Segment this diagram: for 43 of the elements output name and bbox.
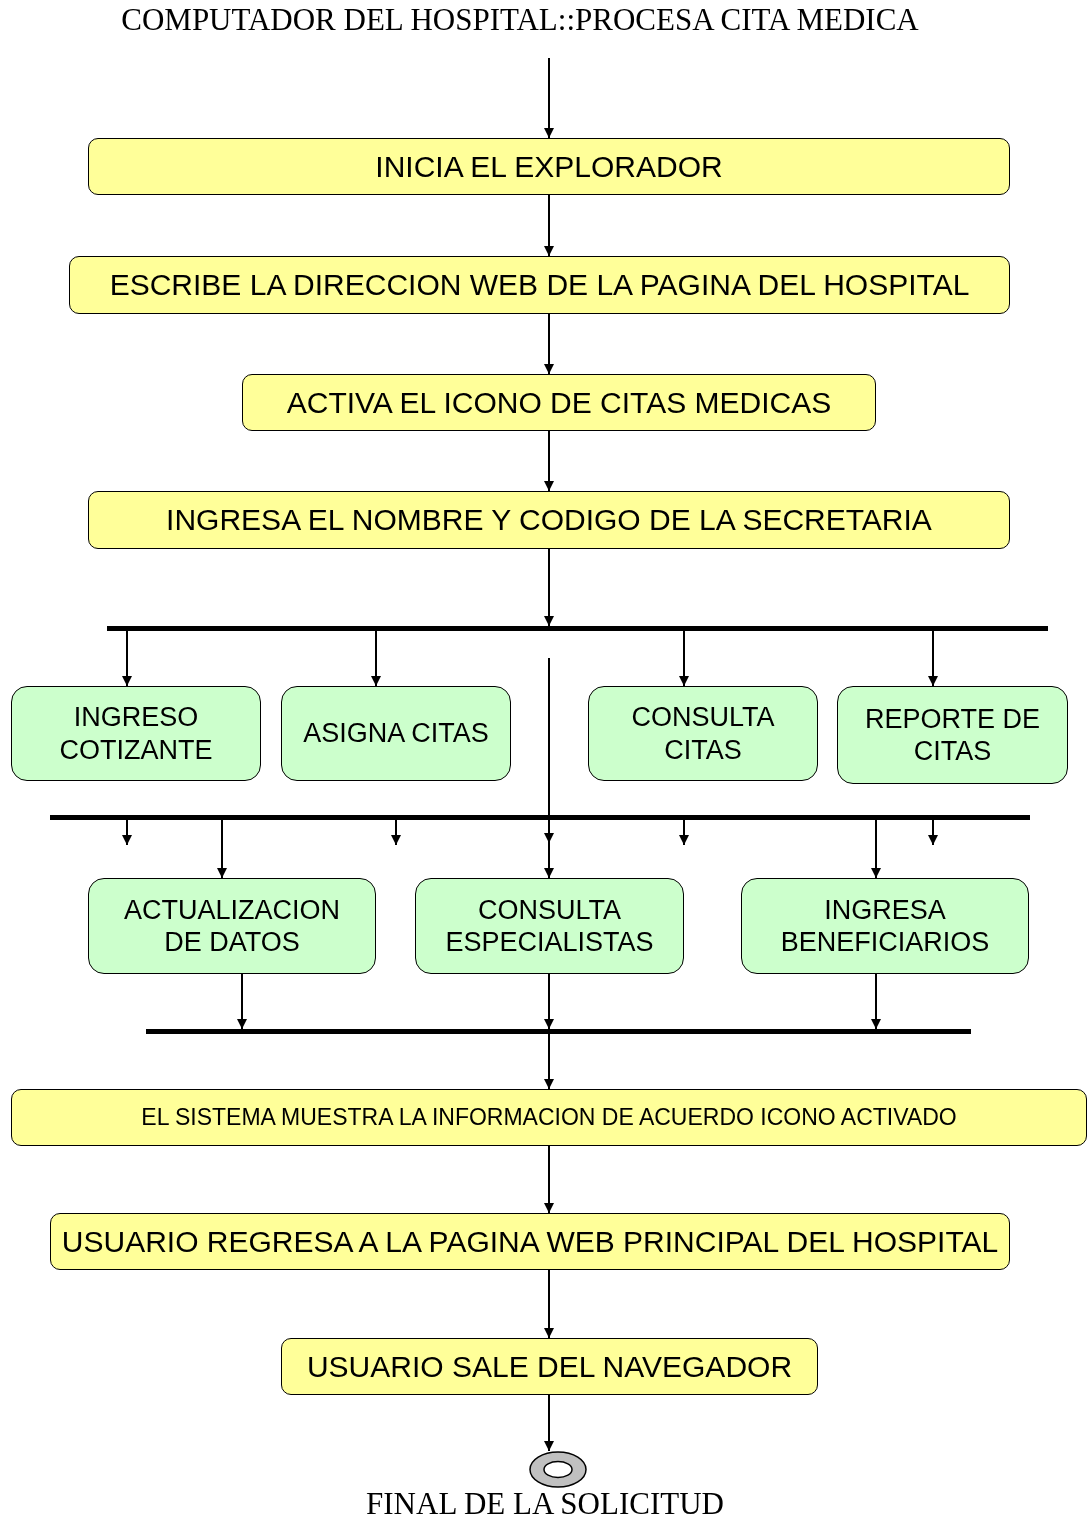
arrow — [544, 1269, 554, 1339]
process-box: CONSULTA CITAS — [588, 686, 818, 781]
arrow — [871, 973, 881, 1030]
end-circle — [529, 1451, 587, 1488]
process-box: INGRESA EL NOMBRE Y CODIGO DE LA SECRETARIA — [88, 491, 1010, 549]
arrow — [544, 1033, 554, 1090]
fork-bar — [146, 1029, 971, 1034]
process-box: USUARIO REGRESA A LA PAGINA WEB PRINCIPAL DEL HOSPITAL — [50, 1213, 1010, 1270]
process-box: USUARIO SALE DEL NAVEGADOR — [281, 1338, 818, 1395]
process-box: INGRESO COTIZANTE — [11, 686, 261, 781]
arrow — [679, 630, 689, 687]
arrow — [928, 819, 938, 846]
arrow — [871, 819, 881, 879]
arrow — [928, 630, 938, 687]
arrow — [122, 819, 132, 846]
process-box: CONSULTA ESPECIALISTAS — [415, 878, 684, 974]
arrow — [122, 630, 132, 687]
diagram-title: COMPUTADOR DEL HOSPITAL::PROCESA CITA MEDICA — [120, 2, 920, 38]
process-box: ESCRIBE LA DIRECCION WEB DE LA PAGINA DEL HOSPITAL — [69, 256, 1010, 314]
arrow — [544, 973, 554, 1030]
process-box: EL SISTEMA MUESTRA LA INFORMACION DE ACUERDO ICONO ACTIVADO — [11, 1089, 1087, 1146]
arrow — [544, 548, 554, 627]
arrow — [371, 630, 381, 687]
arrow — [237, 973, 247, 1030]
process-box: ACTUALIZACION DE DATOS — [88, 878, 376, 974]
process-box: ASIGNA CITAS — [281, 686, 511, 781]
node-caption: FINAL DE LA SOLICITUD — [366, 1486, 724, 1517]
arrow — [544, 1145, 554, 1214]
process-box: INICIA EL EXPLORADOR — [88, 138, 1010, 195]
process-box: INGRESA BENEFICIARIOS — [741, 878, 1029, 974]
process-box: REPORTE DE CITAS — [837, 686, 1068, 784]
arrow — [391, 819, 401, 846]
process-box: ACTIVA EL ICONO DE CITAS MEDICAS — [242, 374, 876, 431]
arrow — [544, 57, 554, 139]
arrow — [544, 194, 554, 257]
arrow — [679, 819, 689, 846]
arrow — [217, 819, 227, 879]
arrow — [544, 1394, 554, 1452]
arrow — [544, 313, 554, 375]
arrow — [544, 657, 554, 879]
fork-bar — [50, 815, 1030, 820]
fork-bar — [107, 626, 1048, 631]
arrow — [544, 430, 554, 492]
